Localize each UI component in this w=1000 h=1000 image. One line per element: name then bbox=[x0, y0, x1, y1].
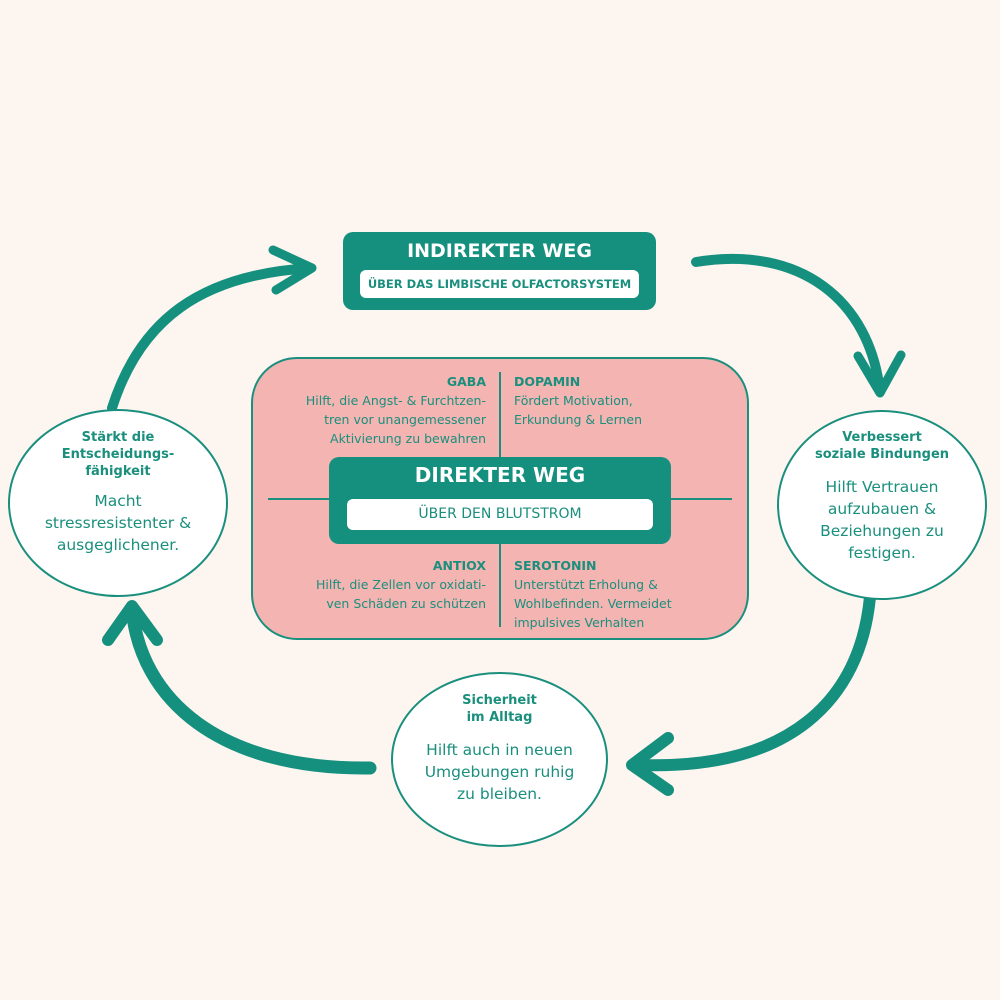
circle-right-text: aufzubauen & bbox=[827, 500, 937, 518]
gaba-line: Aktivierung zu bewahren bbox=[330, 431, 486, 446]
arrow-bottom-to-left bbox=[125, 601, 377, 775]
circle-bottom-text: Hilft auch in neuen bbox=[426, 741, 573, 759]
circle-right-text: Hilft Vertrauen bbox=[825, 478, 939, 496]
gaba-line: tren vor unangemessener bbox=[324, 412, 486, 427]
circle-left-heading: Stärkt die bbox=[81, 430, 155, 445]
panel-horizontal-divider-right bbox=[670, 498, 732, 500]
quadrant-serotonin: SEROTONIN Unterstützt Erholung & Wohlbef… bbox=[514, 556, 739, 632]
gaba-title: GABA bbox=[446, 374, 486, 389]
dopamin-title: DOPAMIN bbox=[514, 374, 581, 389]
arrowhead-top-to-right bbox=[853, 350, 906, 398]
circle-left-text: Macht bbox=[94, 492, 142, 510]
circle-right-heading: soziale Bindungen bbox=[814, 447, 950, 462]
gaba-line: Hilft, die Angst- & Furchtzen- bbox=[305, 393, 486, 408]
circle-left-heading: Entscheidungs- bbox=[61, 447, 175, 462]
serotonin-line: impulsives Verhalten bbox=[514, 615, 645, 630]
circle-bottom-heading: im Alltag bbox=[466, 710, 533, 725]
circle-left-text: stressresistenter & bbox=[44, 514, 192, 532]
direct-way-title: DIREKTER WEG bbox=[414, 463, 586, 487]
circle-everyday-safety: Sicherheit im Alltag Hilft auch in neuen… bbox=[391, 672, 608, 847]
circle-bottom-text: zu bleiben. bbox=[456, 785, 542, 803]
arrowhead-left-to-top bbox=[268, 245, 317, 295]
indirect-way-title: INDIREKTER WEG bbox=[407, 240, 592, 262]
indirect-way-box: INDIREKTER WEG ÜBER DAS LIMBISCHE OLFACT… bbox=[343, 232, 656, 310]
arrow-right-to-bottom bbox=[634, 591, 876, 772]
circle-right-heading: Verbessert bbox=[842, 430, 922, 445]
panel-horizontal-divider-left bbox=[268, 498, 330, 500]
quadrant-gaba: GABA Hilft, die Angst- & Furchtzen- tren… bbox=[255, 372, 486, 448]
dopamin-line: Erkundung & Lernen bbox=[514, 412, 643, 427]
arrow-left-to-top bbox=[107, 263, 315, 413]
circle-social-bonds: Verbessert soziale Bindungen Hilft Vertr… bbox=[777, 410, 987, 600]
circle-bottom-heading: Sicherheit bbox=[462, 693, 537, 708]
quadrant-antiox: ANTIOX Hilft, die Zellen vor oxidati- ve… bbox=[255, 556, 486, 613]
antiox-line: ven Schäden zu schützen bbox=[326, 596, 486, 611]
circle-right-text: Beziehungen zu bbox=[820, 522, 944, 540]
dopamin-line: Fördert Motivation, bbox=[514, 393, 633, 408]
circle-decision-making: Stärkt die Entscheidungs- fähigkeit Mach… bbox=[8, 409, 228, 597]
antiox-title: ANTIOX bbox=[432, 558, 486, 573]
arrowhead-bottom-to-left bbox=[102, 600, 163, 646]
serotonin-line: Wohlbefinden. Vermeidet bbox=[514, 596, 672, 611]
indirect-way-subtitle: ÜBER DAS LIMBISCHE OLFACTORSYSTEM bbox=[360, 270, 639, 298]
serotonin-title: SEROTONIN bbox=[514, 558, 597, 573]
circle-left-text: ausgeglichener. bbox=[56, 536, 180, 554]
serotonin-line: Unterstützt Erholung & bbox=[514, 577, 658, 592]
quadrant-dopamin: DOPAMIN Fördert Motivation, Erkundung & … bbox=[514, 372, 734, 429]
antiox-line: Hilft, die Zellen vor oxidati- bbox=[315, 577, 486, 592]
circle-right-text: festigen. bbox=[848, 544, 916, 562]
arrow-top-to-right bbox=[691, 253, 885, 397]
circle-bottom-text: Umgebungen ruhig bbox=[424, 763, 575, 781]
arrowhead-right-to-bottom bbox=[626, 732, 674, 796]
direct-way-subtitle: ÜBER DEN BLUTSTROM bbox=[347, 499, 653, 530]
direct-way-box: DIREKTER WEG ÜBER DEN BLUTSTROM bbox=[329, 457, 671, 544]
circle-left-heading: fähigkeit bbox=[85, 464, 151, 479]
